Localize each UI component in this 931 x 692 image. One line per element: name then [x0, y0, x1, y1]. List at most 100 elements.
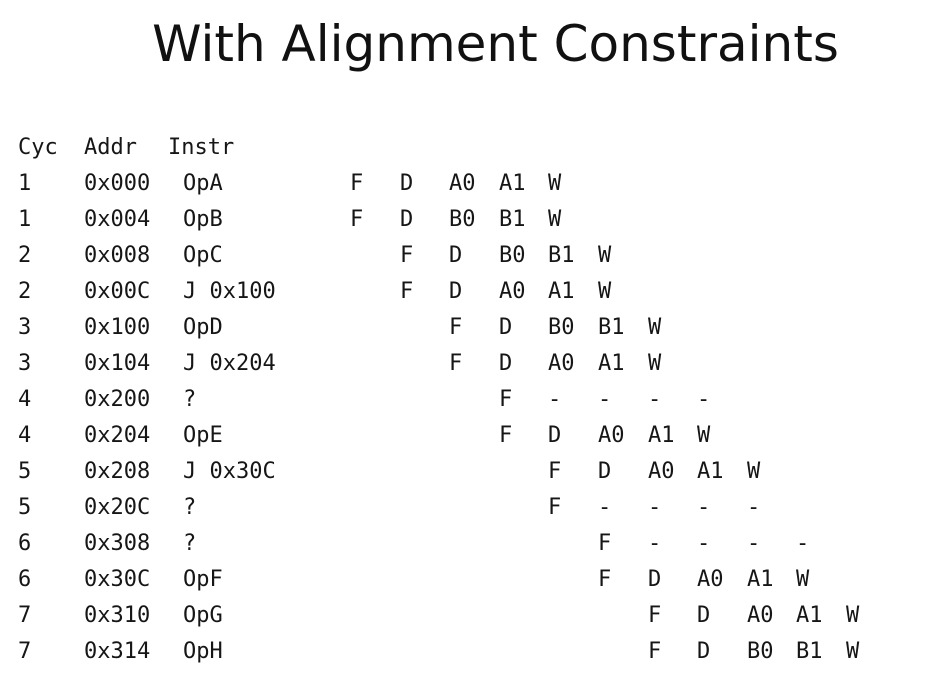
- header-cyc: Cyc: [18, 135, 58, 160]
- pipeline-stage-cell: W: [747, 459, 761, 484]
- pipeline-stage-cell: B0: [499, 243, 526, 268]
- row-cycle: 5: [18, 495, 32, 520]
- row-cycle: 3: [18, 351, 32, 376]
- pipeline-stage-cell: W: [796, 567, 810, 592]
- pipeline-stage-cell: -: [796, 531, 810, 556]
- pipeline-stage-cell: -: [747, 495, 761, 520]
- row-instruction: OpF: [183, 567, 223, 592]
- row-address: 0x008: [84, 243, 151, 268]
- pipeline-stage-cell: B1: [598, 315, 625, 340]
- pipeline-stage-cell: A1: [747, 567, 774, 592]
- row-instruction: J 0x100: [183, 279, 276, 304]
- row-instruction: OpG: [183, 603, 223, 628]
- pipeline-stage-cell: -: [598, 387, 612, 412]
- row-instruction: ?: [183, 387, 197, 412]
- row-cycle: 6: [18, 531, 32, 556]
- pipeline-stage-cell: A1: [697, 459, 724, 484]
- pipeline-stage-cell: F: [350, 207, 364, 232]
- row-instruction: OpB: [183, 207, 223, 232]
- pipeline-stage-cell: A1: [796, 603, 823, 628]
- header-addr: Addr: [84, 135, 137, 160]
- pipeline-stage-cell: B0: [548, 315, 575, 340]
- row-instruction: OpC: [183, 243, 223, 268]
- pipeline-stage-cell: -: [648, 495, 662, 520]
- row-address: 0x314: [84, 639, 151, 664]
- row-cycle: 4: [18, 423, 32, 448]
- pipeline-stage-cell: D: [400, 207, 414, 232]
- pipeline-stage-cell: B0: [449, 207, 476, 232]
- row-cycle: 2: [18, 279, 32, 304]
- row-cycle: 1: [18, 207, 32, 232]
- row-address: 0x004: [84, 207, 151, 232]
- pipeline-stage-cell: D: [648, 567, 662, 592]
- pipeline-stage-cell: -: [697, 387, 711, 412]
- pipeline-stage-cell: D: [499, 351, 513, 376]
- pipeline-stage-cell: D: [400, 171, 414, 196]
- pipeline-stage-cell: W: [648, 315, 662, 340]
- pipeline-stage-cell: B1: [499, 207, 526, 232]
- pipeline-stage-cell: -: [648, 387, 662, 412]
- row-address: 0x00C: [84, 279, 151, 304]
- row-instruction: OpD: [183, 315, 223, 340]
- row-cycle: 2: [18, 243, 32, 268]
- pipeline-stage-cell: W: [598, 279, 612, 304]
- pipeline-stage-cell: A0: [449, 171, 476, 196]
- row-address: 0x100: [84, 315, 151, 340]
- pipeline-stage-cell: W: [598, 243, 612, 268]
- slide-title: With Alignment Constraints: [152, 15, 839, 73]
- pipeline-stage-cell: D: [548, 423, 562, 448]
- row-instruction: J 0x204: [183, 351, 276, 376]
- pipeline-stage-cell: B0: [747, 639, 774, 664]
- pipeline-stage-cell: -: [648, 531, 662, 556]
- pipeline-stage-cell: A0: [499, 279, 526, 304]
- row-address: 0x208: [84, 459, 151, 484]
- row-instruction: OpE: [183, 423, 223, 448]
- pipeline-stage-cell: A0: [697, 567, 724, 592]
- row-cycle: 4: [18, 387, 32, 412]
- pipeline-stage-cell: A1: [548, 279, 575, 304]
- row-address: 0x204: [84, 423, 151, 448]
- row-instruction: OpH: [183, 639, 223, 664]
- row-address: 0x20C: [84, 495, 151, 520]
- pipeline-stage-cell: A0: [747, 603, 774, 628]
- row-address: 0x104: [84, 351, 151, 376]
- row-cycle: 6: [18, 567, 32, 592]
- pipeline-stage-cell: F: [548, 495, 562, 520]
- pipeline-stage-cell: F: [499, 423, 513, 448]
- header-instr: Instr: [168, 135, 235, 160]
- pipeline-stage-cell: A1: [499, 171, 526, 196]
- pipeline-stage-cell: F: [449, 351, 463, 376]
- pipeline-stage-cell: D: [598, 459, 612, 484]
- pipeline-stage-cell: A0: [548, 351, 575, 376]
- row-instruction: ?: [183, 531, 197, 556]
- pipeline-stage-cell: D: [697, 603, 711, 628]
- pipeline-stage-cell: A1: [598, 351, 625, 376]
- pipeline-stage-cell: F: [598, 531, 612, 556]
- pipeline-stage-cell: W: [548, 207, 562, 232]
- row-instruction: OpA: [183, 171, 223, 196]
- row-instruction: J 0x30C: [183, 459, 276, 484]
- pipeline-stage-cell: W: [846, 639, 860, 664]
- pipeline-stage-cell: F: [598, 567, 612, 592]
- pipeline-stage-cell: -: [747, 531, 761, 556]
- row-address: 0x310: [84, 603, 151, 628]
- pipeline-stage-cell: -: [697, 495, 711, 520]
- row-cycle: 5: [18, 459, 32, 484]
- pipeline-stage-cell: A0: [598, 423, 625, 448]
- pipeline-stage-cell: -: [548, 387, 562, 412]
- pipeline-stage-cell: A1: [648, 423, 675, 448]
- pipeline-stage-cell: F: [400, 243, 414, 268]
- pipeline-stage-cell: F: [350, 171, 364, 196]
- row-address: 0x30C: [84, 567, 151, 592]
- pipeline-stage-cell: W: [648, 351, 662, 376]
- pipeline-stage-cell: W: [697, 423, 711, 448]
- row-cycle: 7: [18, 639, 32, 664]
- pipeline-stage-cell: D: [449, 243, 463, 268]
- pipeline-stage-cell: F: [548, 459, 562, 484]
- pipeline-stage-cell: F: [499, 387, 513, 412]
- row-cycle: 3: [18, 315, 32, 340]
- pipeline-stage-cell: -: [697, 531, 711, 556]
- row-cycle: 7: [18, 603, 32, 628]
